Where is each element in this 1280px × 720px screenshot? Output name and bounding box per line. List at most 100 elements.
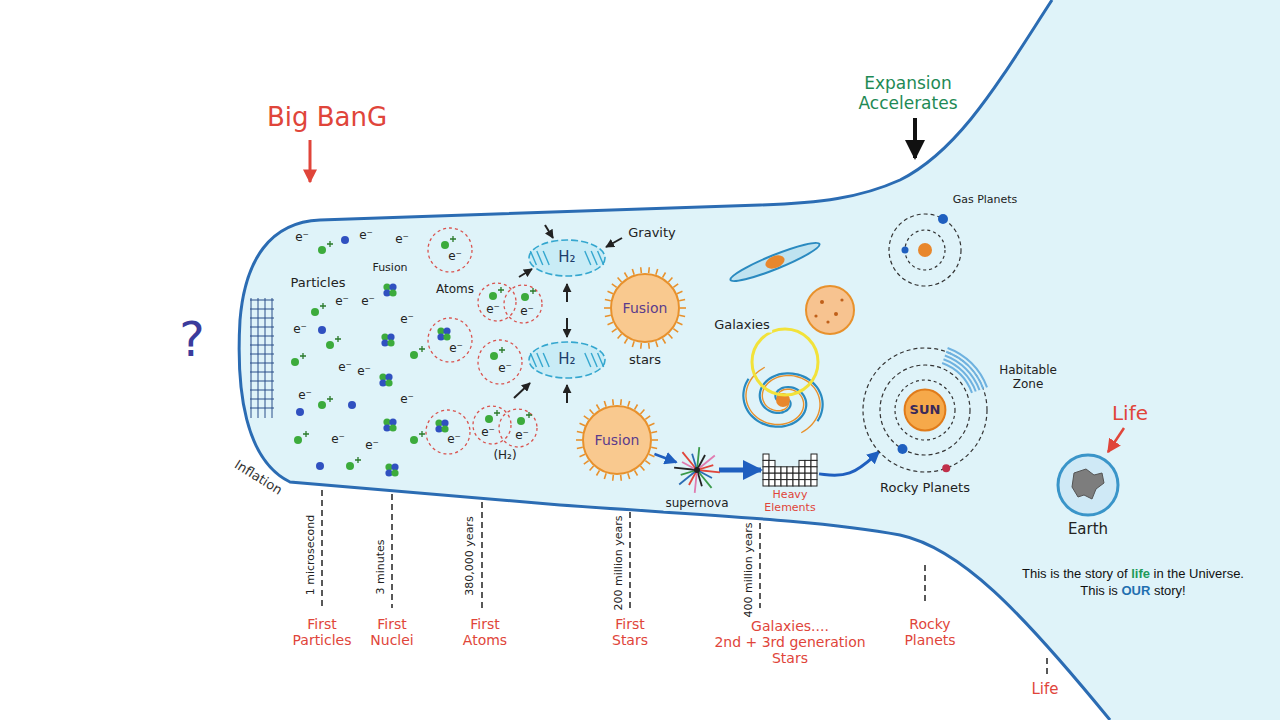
- star-ray: [618, 334, 622, 338]
- gravity-arrow: [519, 269, 532, 277]
- element-cell: [793, 467, 799, 473]
- earth-globe: Earth: [1055, 452, 1121, 518]
- word: of: [1117, 566, 1128, 581]
- star-ray: [590, 410, 594, 414]
- inflation-label: Inflation: [232, 458, 285, 499]
- word: First: [377, 616, 406, 632]
- era-label: Life: [1031, 681, 1058, 698]
- word: story!: [1154, 583, 1186, 598]
- star-ray: [663, 338, 666, 343]
- word: Nuclei: [370, 632, 413, 648]
- atom-shell: [499, 409, 537, 447]
- electron-symbol: e⁻: [357, 365, 371, 379]
- cloud-scribble: [543, 251, 549, 265]
- element-cell: [787, 467, 793, 473]
- word: Expansion: [864, 73, 952, 93]
- word: generation: [789, 634, 865, 650]
- star-ray: [645, 461, 650, 465]
- star-ray: [576, 439, 582, 441]
- supernova-burst: supernova: [673, 446, 721, 494]
- word: First: [307, 616, 336, 632]
- spiral-arm: [743, 379, 806, 427]
- star-ray: [663, 272, 666, 277]
- burst-ray: [682, 452, 697, 470]
- star-body: [918, 243, 932, 257]
- gravity-arrow: [566, 284, 568, 302]
- proton: [441, 241, 449, 249]
- tick: [1046, 658, 1048, 678]
- sun-label: SUN: [910, 403, 941, 418]
- molecule-label: (H₂): [493, 449, 516, 463]
- proton: [489, 292, 497, 300]
- gas-planets-label: Gas Planets: [953, 194, 1018, 207]
- star-ray: [640, 466, 644, 470]
- star-ray: [640, 267, 642, 273]
- neutron: [316, 462, 324, 470]
- inflation-hatch: [250, 298, 274, 418]
- star-label: Fusion: [623, 300, 668, 316]
- earth-label: Earth: [1068, 521, 1108, 538]
- hatch-line: [265, 298, 266, 418]
- atom-shell: [426, 410, 470, 454]
- star-dot: [814, 314, 817, 317]
- element-cell: [769, 460, 775, 466]
- fusion-star: Fusion: [575, 398, 659, 482]
- burst-core: [694, 467, 700, 473]
- element-cell: [799, 473, 805, 479]
- electron-symbol: e⁻: [520, 305, 534, 319]
- word: This: [1080, 583, 1105, 598]
- proton: [410, 436, 418, 444]
- gas-planet: [938, 214, 948, 224]
- electron-symbol: e⁻: [447, 433, 461, 447]
- fusion-star: Fusionstars: [603, 266, 687, 350]
- proton: [346, 462, 354, 470]
- word: Accelerates: [858, 93, 957, 113]
- plus-sign: [419, 346, 425, 352]
- era-label: Rocky Planets: [904, 616, 955, 648]
- electron-symbol: e⁻: [338, 361, 352, 375]
- electron-symbol: e⁻: [331, 433, 345, 447]
- star-ray: [652, 439, 658, 441]
- particle-field: [291, 228, 542, 477]
- element-cell: [781, 473, 787, 479]
- cloud-scribble: [598, 251, 604, 265]
- proton: [385, 379, 392, 386]
- electron-symbol: e⁻: [448, 250, 462, 264]
- element-cell: [781, 467, 787, 473]
- cloud-scribble: [585, 251, 591, 265]
- element-cell: [811, 460, 817, 466]
- star-label: Fusion: [595, 432, 640, 448]
- star-dot: [834, 312, 838, 316]
- galaxy-disc: [728, 238, 822, 287]
- habitable-zone-band: [948, 348, 987, 387]
- plus-sign: [327, 396, 333, 402]
- tick: [391, 494, 393, 608]
- plus-sign: [530, 288, 536, 294]
- hatch-line: [251, 298, 252, 418]
- big-bang-arrow: [309, 140, 312, 182]
- tick: [629, 512, 631, 608]
- cloud-outline: [529, 240, 605, 276]
- star-ray: [625, 272, 628, 277]
- star-ray: [651, 431, 657, 432]
- electron-symbol: e⁻: [365, 439, 379, 453]
- star-ray: [668, 334, 672, 338]
- element-cell: [793, 473, 799, 479]
- burst-ray: [679, 470, 697, 485]
- plus-sign: [300, 353, 306, 359]
- star-ray: [625, 338, 628, 343]
- star-ray: [648, 343, 650, 349]
- star-ray: [679, 299, 685, 300]
- neutron: [341, 236, 349, 244]
- proton: [517, 417, 525, 425]
- electron-symbol: e⁻: [395, 233, 409, 247]
- proton: [521, 293, 529, 301]
- word: Universe.: [1189, 566, 1244, 581]
- proton: [318, 401, 326, 409]
- word: Elements: [764, 501, 815, 514]
- element-cell: [793, 480, 799, 486]
- time-label: 1 microsecond: [305, 515, 318, 596]
- star-ray: [677, 322, 682, 324]
- cloud-scribble: [530, 251, 536, 265]
- tick: [481, 502, 483, 608]
